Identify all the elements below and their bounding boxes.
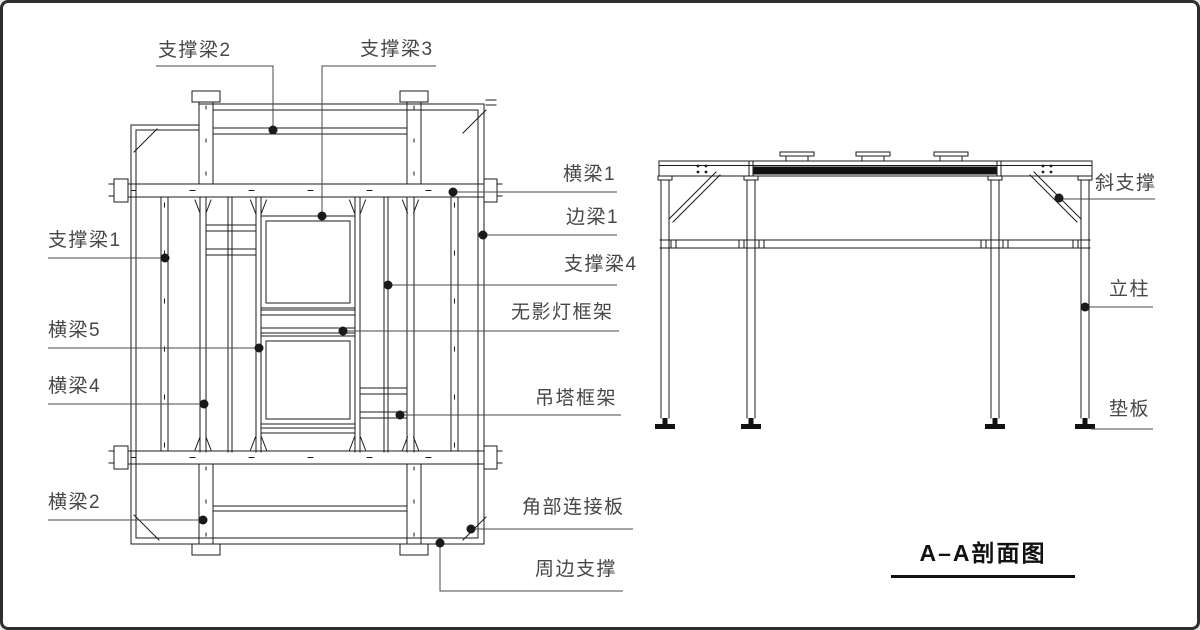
label-cross-beam-1: 横梁1 bbox=[563, 164, 617, 185]
label-corner-connection-plate: 角部连接板 bbox=[522, 497, 625, 518]
base-plates bbox=[655, 418, 1095, 429]
technical-drawing bbox=[48, 65, 1155, 592]
section-view-linework bbox=[655, 151, 1095, 429]
label-edge-beam-1: 边梁1 bbox=[566, 207, 620, 228]
plan-view-linework bbox=[108, 90, 503, 556]
section-view-title: A–A剖面图 bbox=[891, 534, 1075, 578]
label-cross-beam-2: 横梁2 bbox=[48, 492, 102, 513]
label-pendant-frame: 吊塔框架 bbox=[535, 388, 618, 409]
label-support-beam-4: 支撑梁4 bbox=[564, 254, 638, 275]
label-support-beam-1: 支撑梁1 bbox=[48, 230, 122, 251]
bolt-dots bbox=[696, 164, 1053, 174]
label-cross-beam-5: 横梁5 bbox=[48, 320, 102, 341]
label-shadowless-lamp-frame: 无影灯框架 bbox=[511, 302, 614, 323]
label-perimeter-support: 周边支撑 bbox=[535, 559, 618, 580]
leader-lines bbox=[48, 65, 1155, 592]
label-base-plate: 垫板 bbox=[1109, 399, 1151, 420]
label-support-beam-2: 支撑梁2 bbox=[158, 40, 232, 61]
label-diagonal-brace: 斜支撑 bbox=[1095, 173, 1157, 194]
leader-dots bbox=[160, 125, 1090, 548]
label-cross-beam-4: 横梁4 bbox=[48, 376, 102, 397]
label-column: 立柱 bbox=[1109, 279, 1151, 300]
label-support-beam-3: 支撑梁3 bbox=[360, 39, 434, 60]
